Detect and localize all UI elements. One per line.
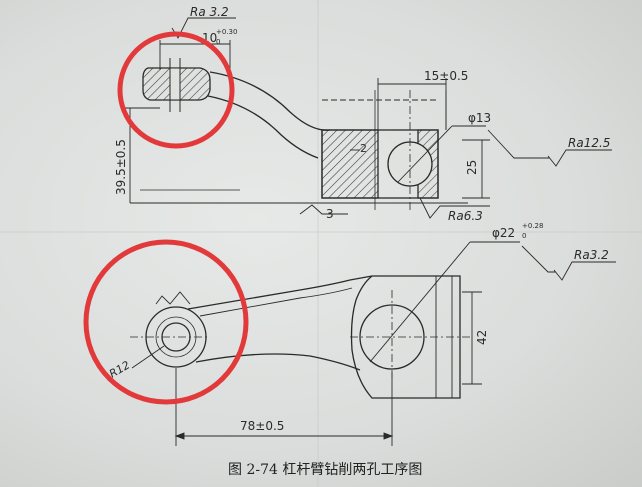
top-section-view bbox=[130, 58, 468, 210]
label-3: 3 bbox=[326, 207, 334, 221]
right-block-hatch-left bbox=[321, 129, 379, 199]
label-ra3-2-right: Ra3.2 bbox=[574, 248, 609, 262]
label-2: 2 bbox=[360, 142, 367, 155]
highlight-circle-bottom bbox=[83, 239, 249, 405]
highlight-annotations bbox=[83, 31, 249, 405]
arm-upper-edge bbox=[187, 275, 373, 310]
label-78: 78±0.5 bbox=[240, 419, 284, 433]
label-25: 25 bbox=[465, 160, 479, 175]
label-39-5: 39.5±0.5 bbox=[114, 139, 128, 195]
arm-curve-upper bbox=[209, 71, 331, 131]
highlight-circle-top bbox=[117, 31, 235, 149]
arm-lower-edge bbox=[195, 353, 361, 371]
label-phi13: φ13 bbox=[468, 111, 491, 125]
figure-caption: 图 2-74 杠杆臂钻削两孔工序图 bbox=[228, 462, 422, 478]
top-labels: Ra 3.2 10 +0.30 0 15±0.5 φ13 Ra12.5 2 25… bbox=[114, 5, 610, 223]
bottom-plan-view bbox=[130, 275, 470, 399]
right-block-plan bbox=[350, 275, 461, 399]
label-phi22-lower: 0 bbox=[522, 232, 526, 240]
label-phi22-upper: +0.28 bbox=[522, 222, 543, 230]
right-hole-section bbox=[387, 141, 433, 187]
right-hole-plan bbox=[359, 304, 425, 370]
label-42: 42 bbox=[475, 330, 489, 345]
label-ra-top: Ra 3.2 bbox=[190, 5, 229, 19]
label-ra6-3: Ra6.3 bbox=[448, 209, 483, 223]
label-width-top-upper: +0.30 bbox=[216, 28, 237, 36]
bottom-dimension-lines bbox=[131, 241, 616, 446]
label-15: 15±0.5 bbox=[424, 69, 468, 83]
label-width-top-lower: 0 bbox=[216, 38, 220, 46]
label-ra12-5: Ra12.5 bbox=[568, 136, 610, 150]
label-phi22: φ22 bbox=[492, 226, 515, 240]
arm-curve-lower bbox=[207, 95, 319, 159]
